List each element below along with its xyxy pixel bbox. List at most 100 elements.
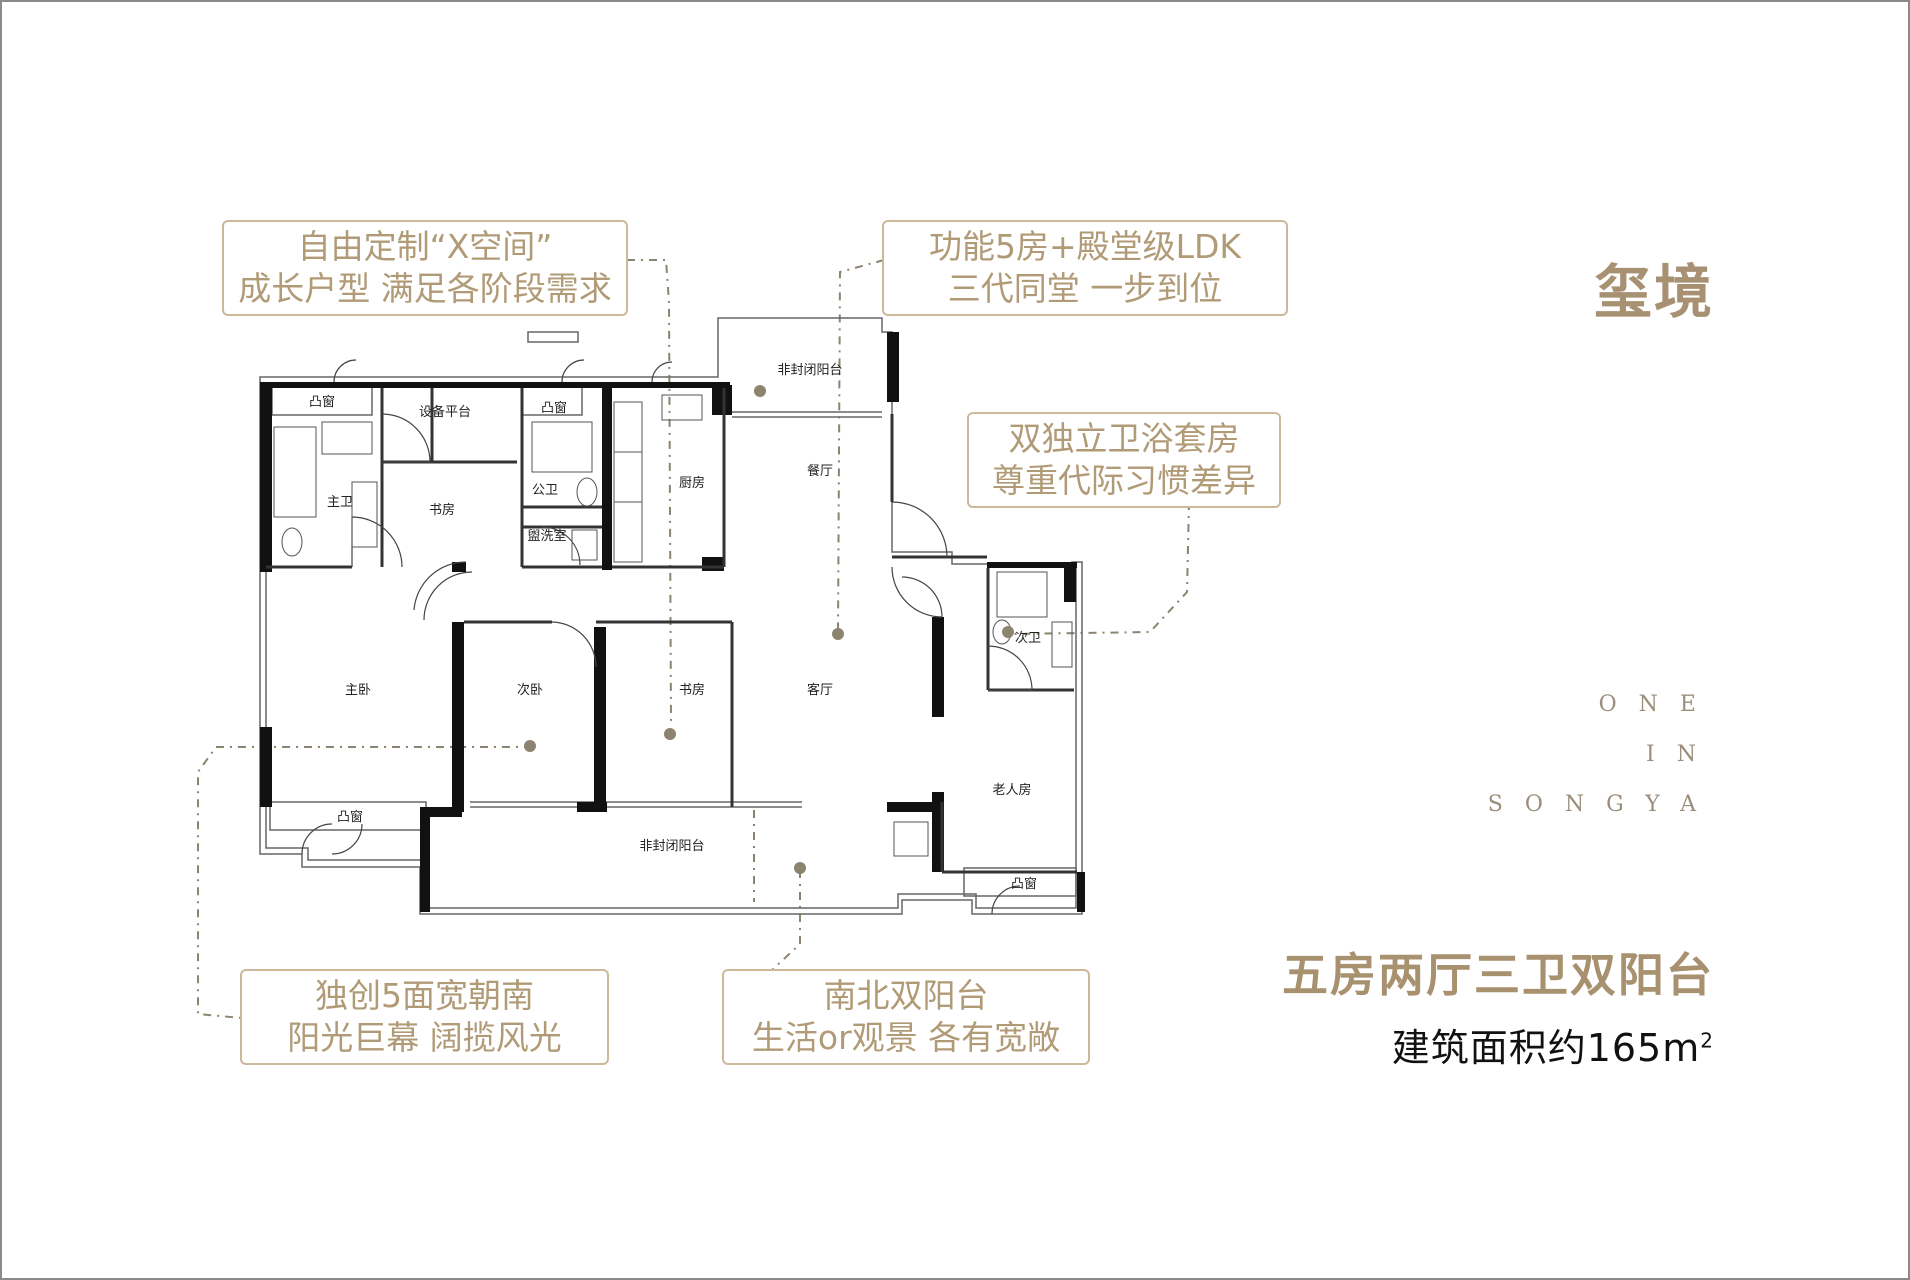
stove-1 [613,451,643,503]
callout-top-mid: 功能5房+殿堂级LDK 三代同堂 一步到位 [882,220,1288,316]
callout-bottom-mid-line1: 南北双阳台 [823,976,989,1015]
room-label-public-bath: 公卫 [532,483,558,498]
room-label-wash-room: 盥洗室 [527,528,566,544]
vent-grille [527,331,579,343]
room-label-kitchen: 厨房 [679,475,705,491]
fixtures [273,394,1073,857]
doors [301,359,1033,915]
room-label-bay-window-1: 凸窗 [309,394,335,410]
door-9 [541,526,581,566]
door-16 [901,576,943,618]
room-label-elder-room: 老人房 [992,782,1031,798]
callout-right-mid-line2: 尊重代际习惯差异 [992,461,1256,500]
bay-window-frame-4 [963,867,1077,897]
vanity-1 [351,481,378,548]
leader-line-top-left [627,259,672,723]
callout-top-mid-line2: 三代同堂 一步到位 [947,269,1223,308]
door-3 [551,621,597,668]
room-label-study-south: 书房 [679,682,705,698]
washer [893,821,929,857]
bathtub [273,426,317,518]
toilet-2 [576,477,598,507]
callout-bottom-left-line2: 阳光巨幕 阔揽风光 [287,1018,562,1057]
wall-s-3 [420,807,462,817]
toilet-1 [281,527,303,557]
door-4 [423,571,473,621]
tagline-line2: IN [1646,742,1718,767]
shower-2 [996,571,1048,618]
wall-mid-3 [594,627,606,812]
unit-area-label: 建筑面积约165m [1391,1026,1701,1070]
sink-1 [571,529,598,561]
door-7 [987,645,1033,691]
partitions [266,388,1077,874]
callout-bottom-mid-line2: 生活or观景 各有宽敞 [751,1018,1061,1057]
leader-line-top-mid [837,259,885,635]
door-15 [651,361,673,383]
door-11 [331,823,363,855]
room-label-bay-window-4: 凸窗 [1011,876,1037,892]
tagline-line1: ONE [1598,692,1718,717]
door-5 [891,501,948,558]
room-label-dining: 餐厅 [807,463,833,479]
unit-area: 建筑面积约165m2 [1392,1017,1714,1072]
callout-right-mid: 双独立卫浴套房 尊重代际习惯差异 [967,412,1281,508]
callout-top-left-line2: 成长户型 满足各阶段需求 [238,269,612,308]
wall-s-2 [887,802,932,812]
callout-bottom-mid: 南北双阳台 生活or观景 各有宽敞 [722,969,1090,1065]
callout-top-mid-line1: 功能5房+殿堂级LDK [928,227,1242,266]
wall-se-2 [1064,562,1076,602]
wall-sw-1 [420,812,430,912]
unit-type-title: 五房两厅三卫双阳台 [1282,948,1714,1002]
wall-e-1 [887,332,899,402]
room-label-equipment-platform: 设备平台 [419,404,471,420]
wall-n-2 [602,385,612,570]
room-label-master-bedroom: 主卧 [345,683,371,698]
door-2 [413,561,467,611]
marker-balcony-south [794,862,806,874]
callout-right-mid-line1: 双独立卫浴套房 [1008,419,1240,458]
callout-top-left-line1: 自由定制“X空间” [297,227,553,266]
wall-se-1 [987,562,1077,568]
room-label-study-north: 书房 [429,502,455,518]
wall-mid-1 [452,562,466,572]
marker-balcony-north [754,385,766,397]
room-label-master-bath: 主卫 [327,495,353,510]
door-10 [301,823,333,855]
kitchen-sink [661,394,703,421]
shower-tray-1 [321,421,373,455]
door-1 [351,516,403,568]
markers [524,385,1014,874]
wall-e-2 [932,617,944,717]
callout-bottom-left: 独创5面宽朝南 阳光巨幕 阔揽风光 [240,969,609,1065]
wall-n-3 [702,557,724,571]
callout-bottom-left-line1: 独创5面宽朝南 [315,976,534,1015]
door-12 [991,885,1021,915]
brand-name: 玺境 [1593,258,1714,326]
unit-area-superscript: 2 [1700,1028,1714,1053]
marker-second-bath [1002,626,1014,638]
door-14 [561,359,585,383]
room-label-second-bedroom: 次卧 [517,682,543,698]
shower-1 [531,421,593,473]
wall-s-1 [577,802,607,812]
door-13 [333,359,357,383]
room-label-balcony-north: 非封闭阳台 [777,363,842,378]
counter-1 [613,401,643,563]
marker-living-room [832,628,844,640]
room-label-living-room: 客厅 [807,682,833,698]
marker-study-south [664,728,676,740]
room-label-bay-window-2: 凸窗 [541,400,567,416]
wall-w-1 [260,382,272,572]
wall-n-4 [712,385,732,415]
room-label-bay-window-3: 凸窗 [337,809,363,825]
marker-second-bedroom [524,740,536,752]
wall-se-3 [1077,872,1085,912]
wall-mid-2 [452,622,464,812]
tagline-line3: SONGYA [1487,792,1718,817]
wall-w-2 [260,727,272,807]
callout-top-left: 自由定制“X空间” 成长户型 满足各阶段需求 [222,220,628,316]
room-labels: 凸窗 设备平台 凸窗 非封闭阳台 主卫 书房 公卫 盥洗室 厨房 餐厅 主卧 次… [309,363,1041,892]
